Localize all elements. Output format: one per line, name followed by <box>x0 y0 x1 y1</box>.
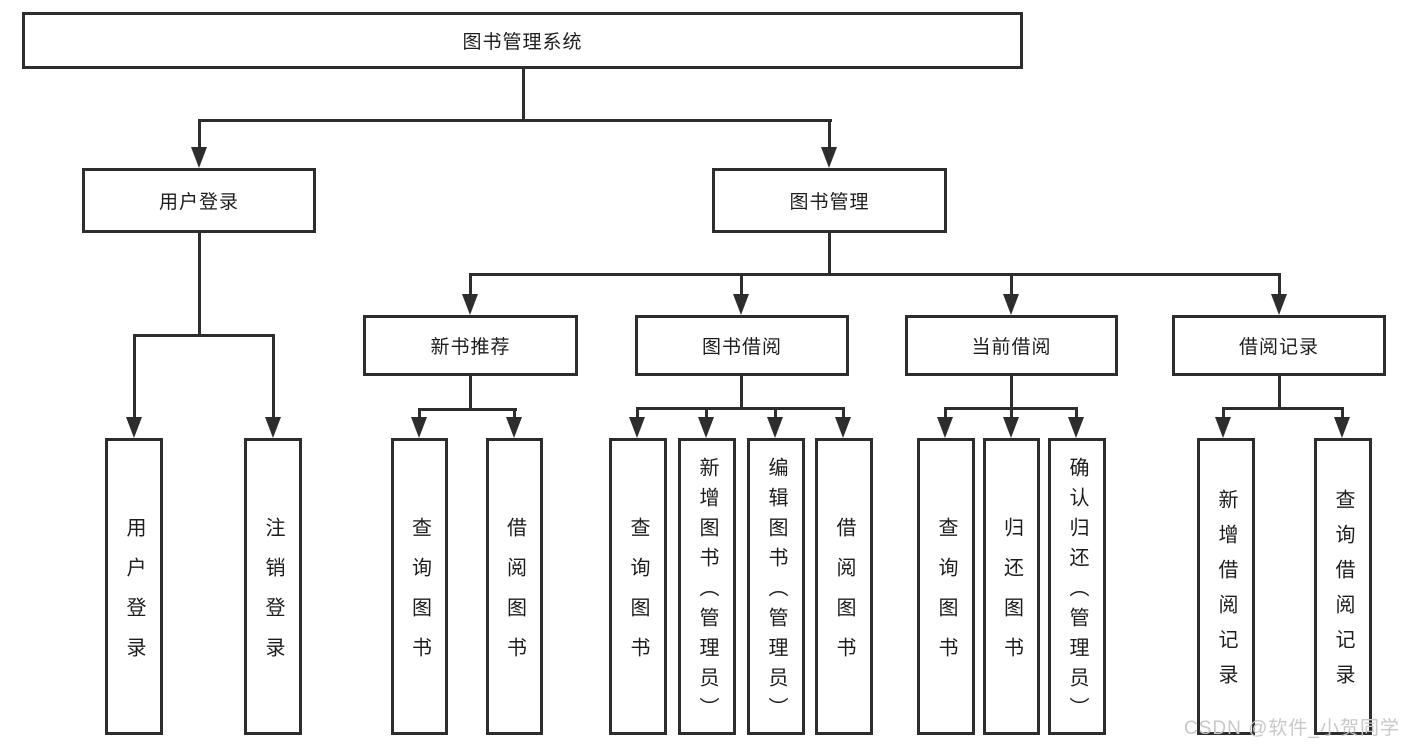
node-label: 查询图书 <box>935 516 957 677</box>
connector-line <box>469 273 472 297</box>
node-label: 借阅图书 <box>503 516 526 677</box>
arrow-down-icon <box>462 294 478 315</box>
node-user-login-leaf: 用户登录 <box>105 438 163 735</box>
connector-line <box>1222 407 1344 410</box>
arrow-down-icon <box>629 417 645 438</box>
arrow-down-icon <box>698 417 714 438</box>
node-label: 确认归还（管理员） <box>1066 456 1088 727</box>
watermark: CSDN @软件_小贺同学 <box>1184 718 1400 739</box>
node-label: 查询借阅记录 <box>1332 489 1354 699</box>
connector-line <box>272 334 275 420</box>
connector-line <box>513 408 516 420</box>
node-logout: 注销登录 <box>244 438 302 735</box>
node-add-borrow-record: 新增借阅记录 <box>1197 438 1255 735</box>
node-label: 图书借阅 <box>701 337 782 358</box>
connector-line <box>1010 376 1013 410</box>
node-label: 用户登录 <box>158 192 239 213</box>
connector-line <box>636 407 639 420</box>
node-book-borrowing: 图书借阅 <box>635 315 849 376</box>
connector-line <box>1341 407 1344 420</box>
arrow-down-icon <box>1068 417 1084 438</box>
arrow-down-icon <box>1334 417 1350 438</box>
connector-line <box>944 407 947 420</box>
node-add-book-admin: 新增图书（管理员） <box>678 438 736 735</box>
connector-line <box>1075 407 1078 420</box>
arrow-down-icon <box>126 417 142 438</box>
node-query-books-1: 查询图书 <box>391 438 448 735</box>
node-query-borrow-record: 查询借阅记录 <box>1314 438 1372 735</box>
arrow-down-icon <box>1215 417 1231 438</box>
node-label: 查询图书 <box>408 516 431 677</box>
connector-line <box>828 233 831 276</box>
arrow-down-icon <box>821 147 837 168</box>
connector-line <box>828 119 831 150</box>
node-label: 图书管理 <box>789 192 870 213</box>
connector-line <box>198 119 832 122</box>
node-label: 新书推荐 <box>430 337 511 358</box>
node-edit-book-admin: 编辑图书（管理员） <box>747 438 805 735</box>
node-borrow-books-2: 借阅图书 <box>815 438 873 735</box>
node-book-management: 图书管理 <box>712 168 947 233</box>
connector-line <box>1010 407 1013 420</box>
node-current-borrowing: 当前借阅 <box>905 315 1118 376</box>
arrow-down-icon <box>1003 417 1019 438</box>
arrow-down-icon <box>265 417 281 438</box>
node-confirm-return-admin: 确认归还（管理员） <box>1048 438 1106 735</box>
connector-line <box>418 408 517 411</box>
node-label: 注销登录 <box>262 516 284 677</box>
connector-line <box>1278 273 1281 297</box>
connector-line <box>522 68 525 122</box>
connector-line <box>774 407 777 420</box>
arrow-down-icon <box>1003 294 1019 315</box>
arrow-down-icon <box>835 417 851 438</box>
node-user-login: 用户登录 <box>82 168 316 233</box>
node-label: 查询图书 <box>627 516 649 677</box>
connector-line <box>198 233 201 337</box>
connector-line <box>133 334 275 337</box>
node-label: 新增借阅记录 <box>1215 489 1237 699</box>
node-label: 新增图书（管理员） <box>696 456 718 727</box>
node-label: 图书管理系统 <box>462 32 583 53</box>
node-label: 编辑图书（管理员） <box>765 456 787 727</box>
arrow-down-icon <box>733 294 749 315</box>
connector-line <box>636 407 845 410</box>
connector-line <box>1278 376 1281 410</box>
connector-line <box>842 407 845 420</box>
node-label: 当前借阅 <box>971 337 1052 358</box>
arrow-down-icon <box>1271 294 1287 315</box>
connector-line <box>740 273 743 297</box>
connector-line <box>1222 407 1225 420</box>
node-new-book-recommendation: 新书推荐 <box>363 315 578 376</box>
node-borrowing-records: 借阅记录 <box>1172 315 1386 376</box>
connector-line <box>198 119 201 150</box>
connector-line <box>469 273 1280 276</box>
connector-line <box>133 334 136 420</box>
node-library-management-system: 图书管理系统 <box>22 12 1023 69</box>
node-label: 用户登录 <box>123 516 145 677</box>
node-query-books-3: 查询图书 <box>917 438 975 735</box>
connector-line <box>1010 273 1013 297</box>
node-label: 借阅图书 <box>833 516 855 677</box>
arrow-down-icon <box>506 417 522 438</box>
arrow-down-icon <box>191 147 207 168</box>
node-return-books: 归还图书 <box>983 438 1040 735</box>
arrow-down-icon <box>937 417 953 438</box>
node-borrow-books-1: 借阅图书 <box>486 438 543 735</box>
connector-line <box>705 407 708 420</box>
node-label: 归还图书 <box>1000 516 1023 677</box>
connector-line <box>418 408 421 420</box>
connector-line <box>740 376 743 410</box>
node-query-books-2: 查询图书 <box>609 438 667 735</box>
arrow-down-icon <box>411 417 427 438</box>
node-label: 借阅记录 <box>1238 337 1319 358</box>
connector-line <box>469 376 472 411</box>
arrow-down-icon <box>767 417 783 438</box>
